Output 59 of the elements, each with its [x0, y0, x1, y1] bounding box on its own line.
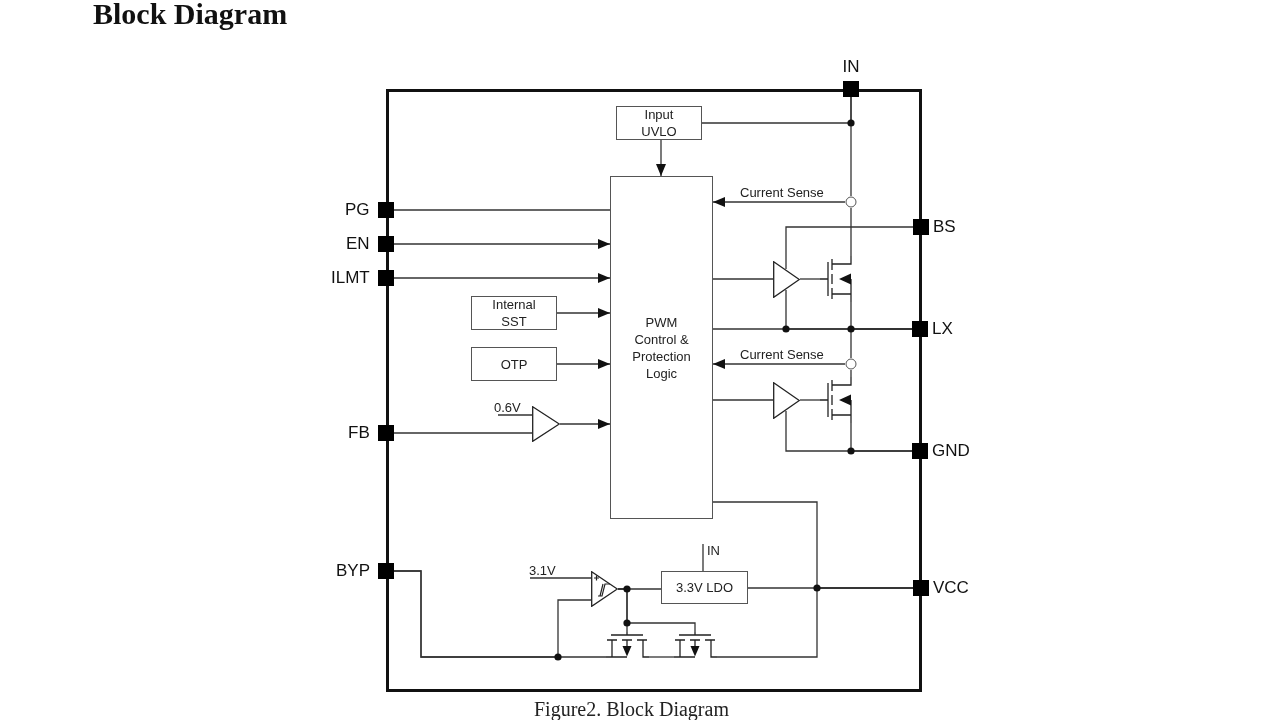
reference-voltage-label: 3.1V [529, 563, 556, 578]
schmitt-comparator-symbol [591, 571, 618, 607]
edge-label: Current Sense [739, 347, 825, 362]
pin-label: VCC [933, 578, 969, 598]
arrow [712, 197, 846, 207]
mosfet-symbol [606, 632, 649, 658]
uvlo-block: Input UVLO [616, 106, 702, 140]
pin-label: FB [348, 423, 370, 443]
edge-label: Current Sense [739, 185, 825, 200]
wire [850, 207, 852, 257]
wire [648, 656, 675, 658]
wire [529, 577, 592, 579]
wire [393, 432, 533, 434]
control-logic-block: PWM Control & Protection Logic [610, 176, 713, 519]
wire [850, 96, 852, 197]
pin-label: PG [345, 200, 370, 220]
reference-voltage-label: 0.6V [494, 400, 521, 415]
pin-label: BYP [336, 561, 371, 581]
sense-point-circle [845, 196, 857, 208]
arrow [556, 308, 611, 318]
arrow [656, 139, 666, 177]
arrow [559, 419, 611, 429]
wire [850, 328, 913, 359]
wire [712, 278, 774, 280]
pin-label: GND [932, 441, 970, 461]
arrow [393, 273, 611, 283]
wire [497, 414, 533, 416]
wire [799, 399, 821, 401]
soft-start-block: Internal SST [471, 296, 557, 330]
wire [617, 588, 696, 633]
arrow [556, 359, 611, 369]
pin-label: BS [933, 217, 956, 237]
sense-point-circle [845, 358, 857, 370]
wire [393, 209, 611, 211]
wire [712, 501, 914, 589]
ldo-block: 3.3V LDO [661, 571, 748, 604]
comparator-symbol [532, 406, 560, 442]
wire [785, 226, 914, 270]
wire [712, 399, 774, 401]
wire [850, 422, 913, 452]
mosfet-symbol [674, 632, 717, 658]
chip-outline [386, 89, 922, 692]
wire [850, 369, 852, 378]
wire [799, 278, 821, 280]
arrow [393, 239, 611, 249]
net-label: IN [703, 543, 720, 558]
title: Block Diagram [93, 0, 288, 31]
gate-driver-symbol [773, 261, 800, 298]
caption: Figure2. Block Diagram [534, 698, 729, 720]
mosfet-symbol [820, 256, 854, 302]
gate-driver-symbol [773, 382, 800, 419]
pin-label: LX [932, 319, 953, 339]
wire [702, 543, 704, 572]
otp-block: OTP [471, 347, 557, 381]
pin-label: EN [346, 234, 370, 254]
pin-label: IN [842, 57, 860, 77]
pin-label: ILMT [331, 268, 370, 288]
arrow [712, 359, 846, 369]
mosfet-symbol [820, 377, 854, 423]
